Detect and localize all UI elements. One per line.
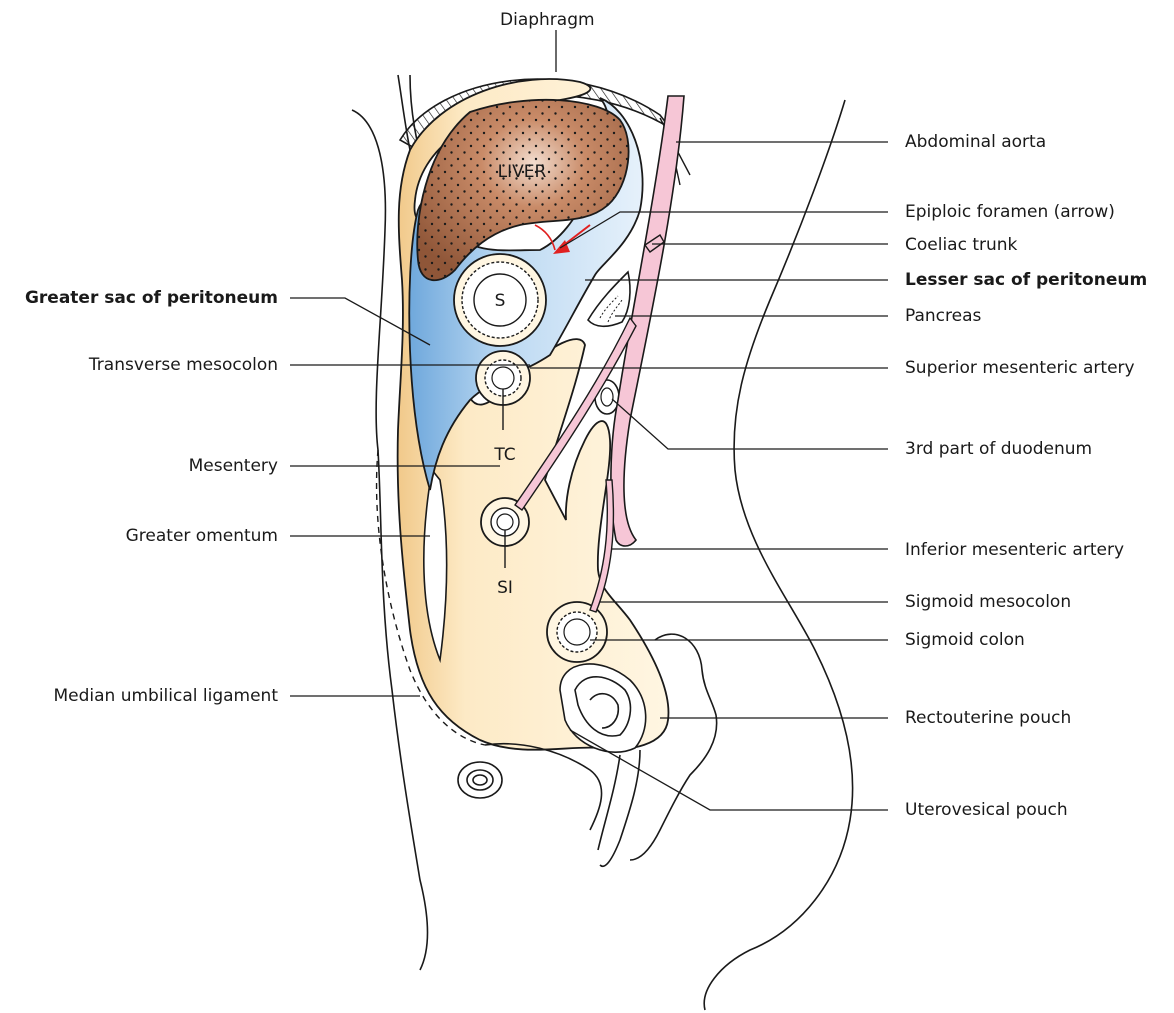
label-epiploic-foramen: Epiploic foramen (arrow) (905, 202, 1115, 222)
label-third-part-duodenum: 3rd part of duodenum (905, 439, 1092, 459)
label-diaphragm: Diaphragm (500, 10, 595, 30)
label-rectouterine-pouch: Rectouterine pouch (905, 708, 1071, 728)
label-sigmoid-colon: Sigmoid colon (905, 630, 1025, 650)
label-superior-mesenteric-artery: Superior mesenteric artery (905, 358, 1135, 378)
label-coeliac-trunk: Coeliac trunk (905, 235, 1017, 255)
small-intestine-label: SI (497, 578, 513, 598)
sigmoid-colon (547, 602, 607, 662)
label-uterovesical-pouch: Uterovesical pouch (905, 800, 1068, 820)
stomach: S (454, 254, 546, 346)
stomach-label: S (495, 291, 506, 311)
label-inferior-mesenteric-artery: Inferior mesenteric artery (905, 540, 1124, 560)
label-pancreas: Pancreas (905, 306, 981, 326)
label-transverse-mesocolon: Transverse mesocolon (89, 355, 278, 375)
transverse-colon-label: TC (493, 445, 515, 465)
liver-label: LIVER (498, 162, 547, 182)
label-greater-omentum: Greater omentum (126, 526, 278, 546)
label-lesser-sac: Lesser sac of peritoneum (905, 270, 1147, 290)
label-median-umbilical-ligament: Median umbilical ligament (53, 686, 278, 706)
label-greater-sac: Greater sac of peritoneum (25, 288, 278, 308)
label-abdominal-aorta: Abdominal aorta (905, 132, 1046, 152)
label-mesentery: Mesentery (189, 456, 278, 476)
label-sigmoid-mesocolon: Sigmoid mesocolon (905, 592, 1071, 612)
